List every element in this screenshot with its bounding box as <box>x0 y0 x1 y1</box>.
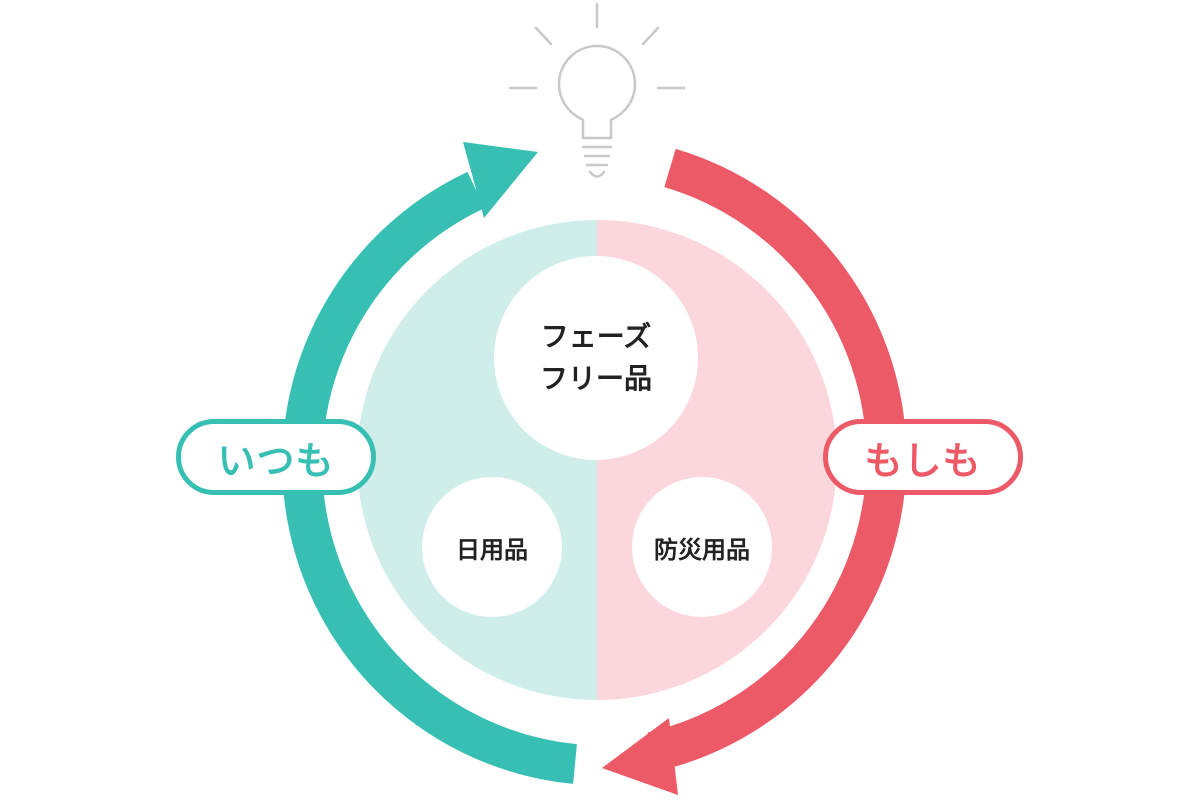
daily-goods-bubble: 日用品 <box>422 477 562 617</box>
itsumo-label: いつも <box>176 419 376 495</box>
teal-arrow-head <box>463 142 538 218</box>
moshimo-label: もしも <box>823 419 1023 495</box>
phase-free-line2: フリー品 <box>539 362 652 395</box>
red-arrow-head <box>602 718 678 795</box>
phase-free-bubble: フェーズ フリー品 <box>494 256 698 460</box>
disaster-goods-bubble: 防災用品 <box>632 477 772 617</box>
phase-free-line1: フェーズ <box>540 320 652 353</box>
teal-arrow-arc <box>282 171 577 784</box>
lightbulb-icon <box>508 2 686 178</box>
